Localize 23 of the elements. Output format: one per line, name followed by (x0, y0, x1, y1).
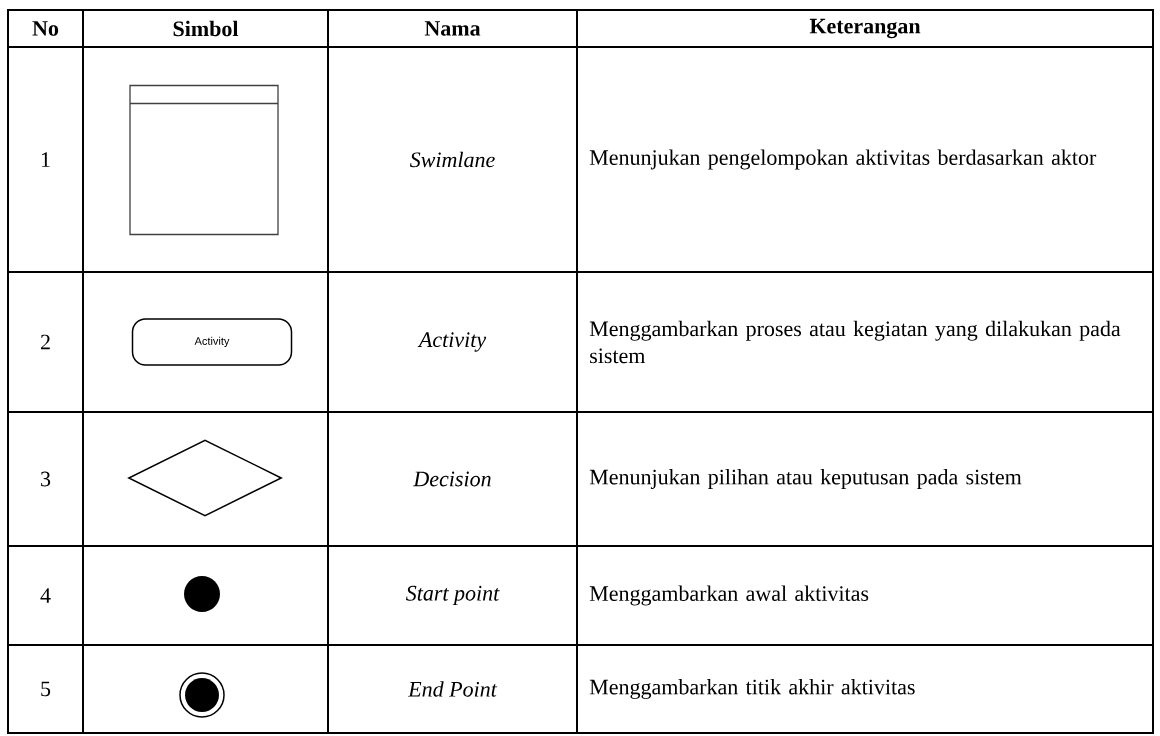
row-number: 3 (41, 471, 51, 487)
symbol-name: Decision (413, 471, 491, 487)
description-text: Menggambarkan proses atau kegiatan yang dilakukan pada sistem (589, 320, 1121, 364)
row-number: 1 (41, 152, 50, 167)
row-number: 4 (40, 588, 51, 603)
symbol-name: Swimlane (410, 151, 495, 168)
swimlane-symbol (129, 84, 279, 236)
symbol-name: End Point (407, 681, 498, 697)
activity-box: Activity (131, 318, 293, 366)
symbol-name: Activity (417, 332, 487, 352)
symbol-name: Start point (406, 585, 500, 606)
column-header: Nama (424, 21, 481, 36)
description-text: Menggambarkan titik akhir aktivitas (589, 679, 915, 699)
column-header: No (32, 21, 59, 36)
description-text: Menunjukan pengelompokan aktivitas berdasarkan aktor (589, 149, 1097, 170)
row-number: 2 (41, 334, 50, 350)
end-point-symbol (179, 672, 225, 718)
description-text: Menunjukan pilihan atau keputusan pada sistem (589, 469, 1022, 489)
column-header: Simbol (173, 20, 239, 37)
start-point-symbol (184, 576, 220, 612)
description-text: Menggambarkan awal aktivitas (589, 585, 869, 606)
row-number: 5 (41, 681, 51, 697)
column-header: Keterangan (809, 18, 921, 39)
